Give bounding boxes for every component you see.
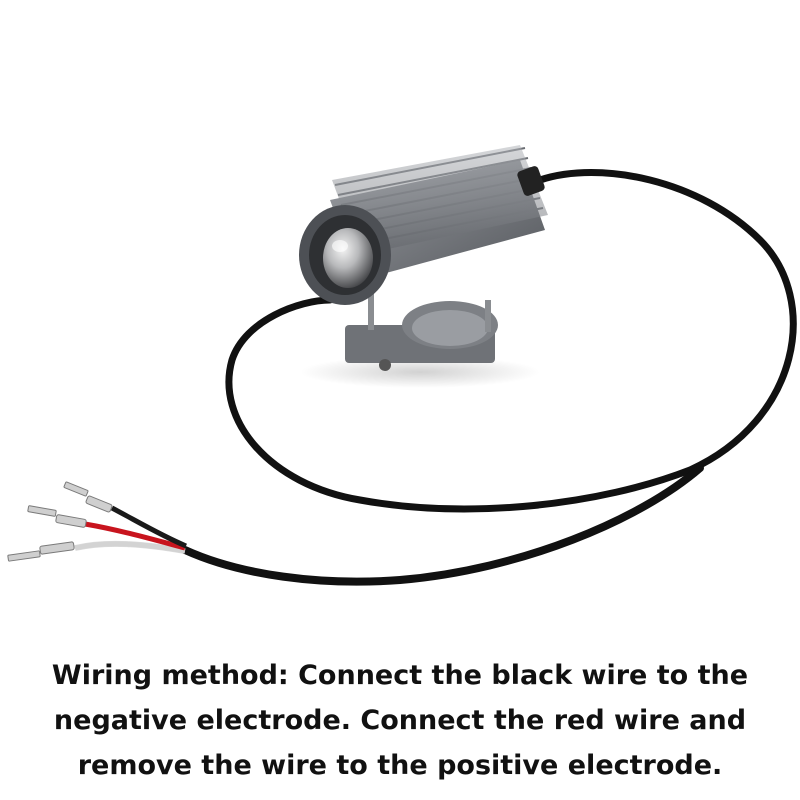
cable-gland [517,166,545,196]
led-light-photo [7,145,797,586]
black-cable-lower [181,464,704,586]
white-wire [74,541,186,554]
lens-highlight [332,240,348,252]
white-wire-outline [74,540,186,554]
caption-line-3: remove the wire to the positive electrod… [77,749,723,781]
black-cable [225,169,797,513]
lens [323,228,373,288]
terminal-connectors [7,481,113,562]
wiring-caption: Wiring method: Connect the black wire to… [0,640,800,800]
caption-line-2: negative electrode. Connect the red wire… [53,704,747,736]
handlebar-clamp [345,290,498,371]
black-wire-end [110,505,187,549]
floor-shadow [300,356,540,388]
red-wire [84,521,186,551]
caption-line-1: Wiring method: Connect the black wire to… [51,659,749,691]
